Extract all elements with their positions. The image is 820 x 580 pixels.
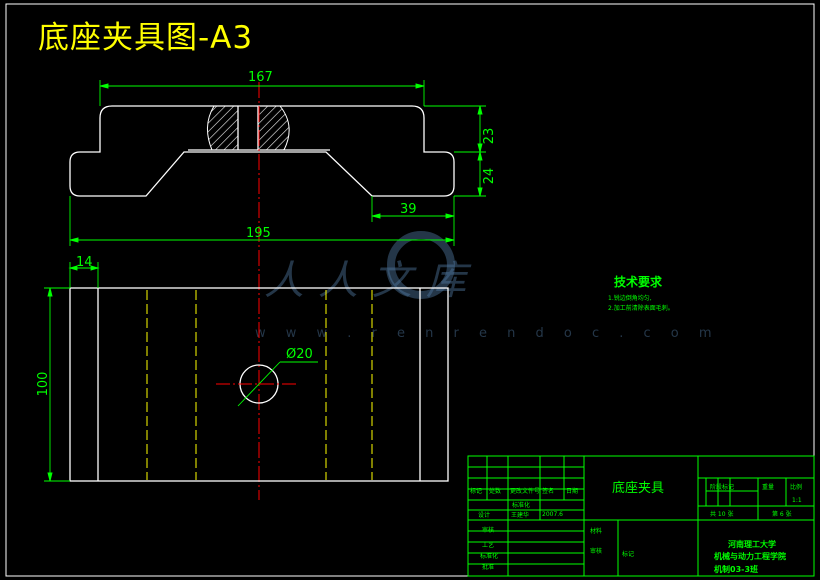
tb-standardize: 标准化 [512,501,530,509]
front-dimension-text: 167 23 24 39 195 [246,70,497,241]
tb-school-2: 机械与动力工程学院 [714,551,786,561]
dim-100: 100 [36,372,51,397]
tb-signature: 签名 [542,487,554,495]
tb-scale-value: 1:1 [792,497,802,504]
tb-sheet-total: 共 10 张 [710,510,733,518]
tb-approval: 审核 [590,547,602,555]
tb-school-1: 河南理工大学 [728,539,776,549]
tb-approve: 批准 [482,563,494,571]
tb-stage-mark: 阶段标记 [710,483,734,491]
tb-design: 设计 [478,511,490,519]
dim-14: 14 [76,255,93,270]
tb-weight: 重量 [762,483,774,491]
hidden-lines [146,290,373,480]
tb-class: 机制03-3班 [714,564,758,574]
hatch-left [207,105,239,151]
tb-sheet-no: 第 6 张 [772,510,792,518]
tb-process: 工艺 [482,541,494,549]
front-dimensions [69,80,486,246]
title-block-text: 标记 处数 更改文件号 签名 日期 设计 王建华 标准化 2007.6 审核 工… [470,483,802,571]
tech-req-item-1: 1.锐边倒角均匀, [608,294,652,302]
section-hatch [207,105,290,151]
top-dimension-text: 14 100 Ø20 [36,255,313,396]
tb-designer: 王建华 [511,511,529,519]
page-title: 底座夹具图-A3 [38,20,254,56]
dim-24: 24 [482,168,497,185]
tb-standard-check: 标准化 [480,552,498,560]
tb-count: 处数 [489,487,501,495]
drawing-border [5,3,815,577]
tb-design-date: 2007.6 [542,511,563,518]
tech-req-item-2: 2.加工前清除表面毛刺。 [608,304,674,312]
tb-date: 日期 [566,487,578,495]
tb-mark: 标记 [470,487,482,495]
title-block-main-text: 底座夹具 河南理工大学 机械与动力工程学院 机制03-3班 [612,480,786,574]
hatch-right [257,105,290,151]
tb-part-name: 底座夹具 [612,480,664,496]
dim-167: 167 [248,70,273,85]
technical-requirements: 技术要求 1.锐边倒角均匀, 2.加工前清除表面毛刺。 [608,274,674,312]
top-dimensions [44,262,318,482]
dim-195: 195 [246,226,271,241]
tb-mark2: 标记 [622,550,634,558]
dim-diameter-20: Ø20 [286,347,313,362]
watermark-text: 人人文库 [264,258,480,304]
dim-23: 23 [482,128,497,145]
watermark-url: w w w . r e n r e n d o c . c o m [255,326,720,341]
dim-39: 39 [400,202,417,217]
tb-file-no: 更改文件号 [510,487,540,495]
tb-scale: 比例 [790,483,802,491]
front-view-outline [69,105,455,197]
watermark-logo [387,231,455,299]
tb-material: 材料 [590,527,602,535]
title-block [467,455,815,577]
top-view-outline [69,287,449,482]
tb-review: 审核 [482,526,494,534]
tech-req-heading: 技术要求 [614,274,663,289]
